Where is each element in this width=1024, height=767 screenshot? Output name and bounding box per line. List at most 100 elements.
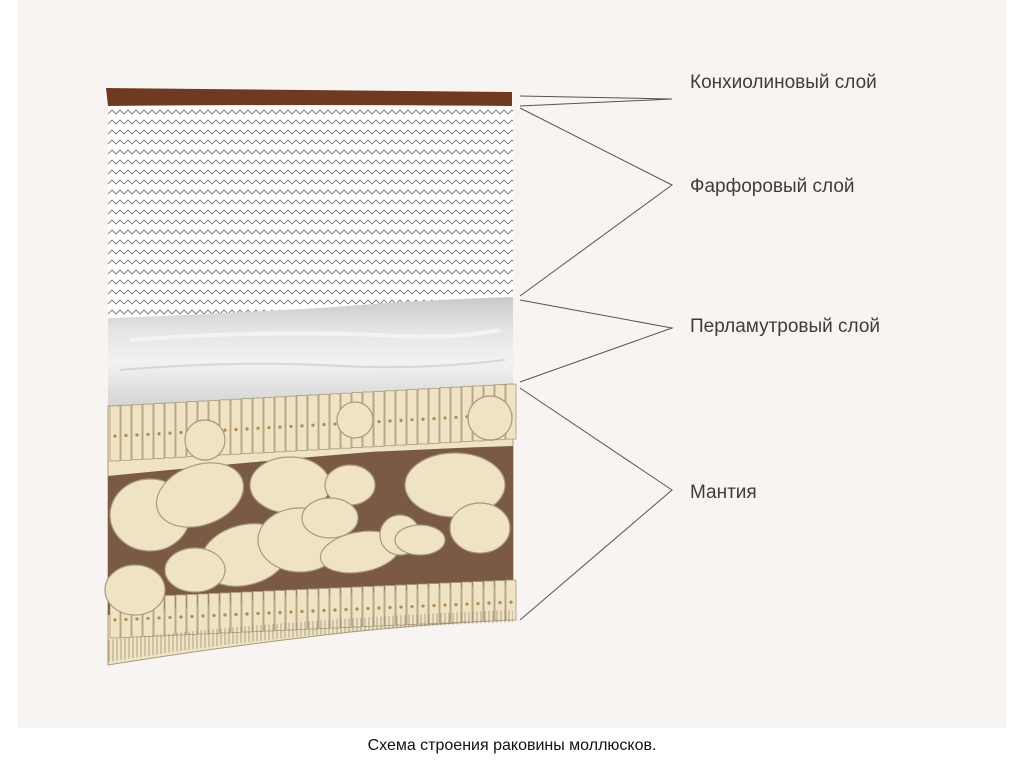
cell-nucleus — [399, 419, 402, 422]
cell-nucleus — [168, 432, 171, 435]
cell-nucleus — [124, 434, 127, 437]
upper-epithelial-cell — [242, 399, 252, 454]
cell-nucleus — [366, 607, 369, 610]
upper-epithelial-cell — [418, 389, 428, 444]
lower-epithelial-cell — [165, 595, 175, 635]
cell-nucleus — [256, 612, 259, 615]
cell-nucleus — [377, 606, 380, 609]
cell-nucleus — [190, 615, 193, 618]
cell-nucleus — [245, 612, 248, 615]
cell-nucleus — [311, 609, 314, 612]
cell-nucleus — [146, 617, 149, 620]
cell-nucleus — [344, 608, 347, 611]
nacre-layer-label: Перламутровый слой — [690, 316, 880, 338]
upper-epithelial-cell — [451, 387, 461, 442]
upper-epithelial-cell — [429, 388, 439, 443]
cell-nucleus — [146, 433, 149, 436]
cell-nucleus — [421, 604, 424, 607]
upper-epithelial-cell — [231, 399, 241, 454]
cell-nucleus — [234, 428, 237, 431]
cell-nucleus — [212, 614, 215, 617]
cell-nucleus — [432, 417, 435, 420]
cell-nucleus — [443, 603, 446, 606]
cell-nucleus — [432, 604, 435, 607]
lower-epithelial-cell — [220, 593, 230, 633]
cell-nucleus — [421, 418, 424, 421]
cell-nucleus — [157, 616, 160, 619]
cell-nucleus — [201, 614, 204, 617]
cell-nucleus — [322, 609, 325, 612]
upper-epithelial-cell — [132, 405, 142, 460]
upper-epithelial-cell — [297, 396, 307, 451]
cell-nucleus — [454, 416, 457, 419]
upper-epithelial-cell — [253, 398, 263, 453]
lower-epithelial-cell — [176, 595, 186, 635]
cell-nucleus — [168, 616, 171, 619]
upper-epithelial-cell — [264, 397, 274, 452]
upper-epithelial-cell — [319, 394, 329, 449]
mantle-layer — [105, 384, 516, 665]
cell-nucleus — [322, 423, 325, 426]
cell-nucleus — [179, 431, 182, 434]
cell-nucleus — [377, 420, 380, 423]
leader-lines — [520, 96, 672, 620]
cell-nucleus — [267, 426, 270, 429]
cell-nucleus — [256, 427, 259, 430]
cell-nucleus — [113, 435, 116, 438]
mantle-label: Мантия — [690, 482, 757, 504]
upper-epithelial-cell — [143, 404, 153, 459]
cell-nucleus — [278, 611, 281, 614]
cell-nucleus — [410, 605, 413, 608]
lower-epithelial-cell — [209, 593, 219, 633]
cell-nucleus — [498, 601, 501, 604]
figure-caption: Схема строения раковины моллюсков. — [0, 737, 1024, 755]
upper-epithelial-cell — [308, 395, 318, 450]
upper-epithelial-cell — [286, 396, 296, 451]
cell-nucleus — [179, 615, 182, 618]
upper-epithelial-cell — [110, 406, 120, 461]
cell-nucleus — [300, 610, 303, 613]
cell-nucleus — [443, 416, 446, 419]
cell-nucleus — [388, 419, 391, 422]
upper-epithelial-cell — [165, 403, 175, 458]
cell-nucleus — [454, 603, 457, 606]
conchiolin-layer-label: Конхиолиновый слой — [690, 72, 877, 94]
lower-epithelial-cell — [231, 592, 241, 632]
cell-nucleus — [465, 602, 468, 605]
cell-nucleus — [113, 618, 116, 621]
cell-nucleus — [399, 605, 402, 608]
cell-nucleus — [333, 422, 336, 425]
cell-nucleus — [223, 613, 226, 616]
upper-epithelial-cell — [374, 391, 384, 446]
cell-nucleus — [289, 610, 292, 613]
cell-nucleus — [157, 432, 160, 435]
upper-epithelial-cell — [385, 391, 395, 446]
cell-nucleus — [311, 424, 314, 427]
upper-epithelial-cell — [275, 397, 285, 452]
upper-epithelial-cell — [176, 402, 186, 457]
conchiolin-layer — [106, 88, 512, 106]
upper-epithelial-cell — [154, 403, 164, 458]
cell-nucleus — [509, 600, 512, 603]
cell-nucleus — [333, 608, 336, 611]
cell-nucleus — [410, 418, 413, 421]
cell-nucleus — [135, 433, 138, 436]
cell-nucleus — [355, 607, 358, 610]
porcelain-layer — [108, 106, 513, 318]
cell-nucleus — [234, 613, 237, 616]
cell-nucleus — [300, 424, 303, 427]
lower-epithelial-cell — [198, 594, 208, 634]
cell-nucleus — [135, 617, 138, 620]
cell-nucleus — [124, 618, 127, 621]
cell-nucleus — [245, 427, 248, 430]
cell-nucleus — [223, 428, 226, 431]
cell-nucleus — [289, 425, 292, 428]
upper-epithelial-cell — [396, 390, 406, 445]
upper-epithelial-cell — [121, 405, 131, 460]
porcelain-layer-label: Фарфоровый слой — [690, 176, 855, 198]
lower-epithelial-cell — [187, 594, 197, 634]
cell-nucleus — [267, 611, 270, 614]
upper-epithelial-cell — [407, 390, 417, 445]
